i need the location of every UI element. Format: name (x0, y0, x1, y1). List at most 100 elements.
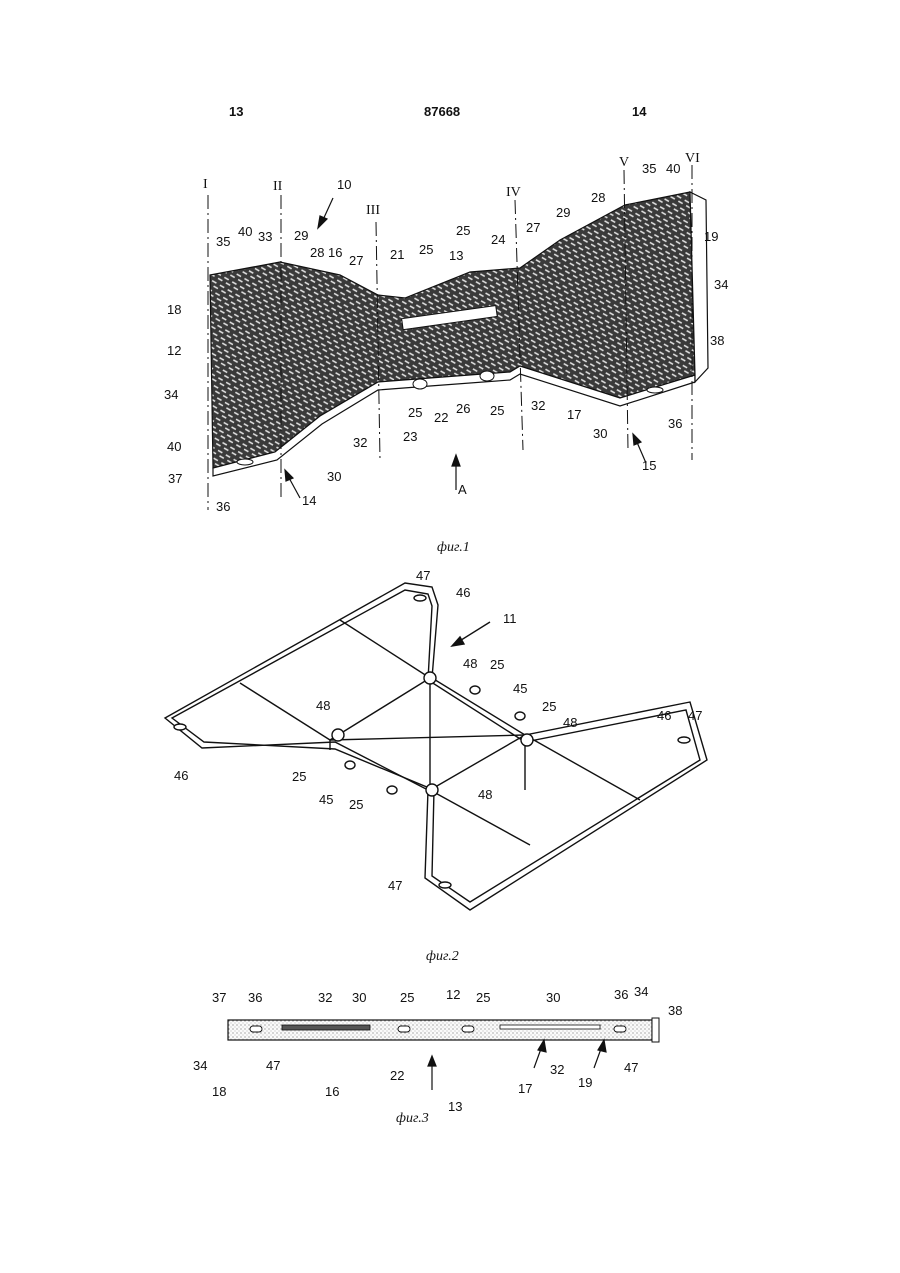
groove-left (282, 1025, 370, 1030)
ref-label: 36 (668, 416, 682, 431)
ref-label: 46 (657, 708, 671, 723)
section-label: II (273, 179, 283, 194)
ref-label: 17 (518, 1081, 532, 1096)
ref-label: 26 (456, 401, 470, 416)
section-label: VI (685, 151, 700, 166)
ref-label: 25 (456, 223, 470, 238)
ref-label: 25 (490, 403, 504, 418)
arrow-head (538, 1040, 546, 1052)
end-cap (652, 1018, 659, 1042)
ref-label: 32 (318, 990, 332, 1005)
connector-loop (480, 371, 494, 381)
ref-label: 36 (248, 990, 262, 1005)
ref-label: 25 (419, 242, 433, 257)
ref-label: 17 (567, 407, 581, 422)
ref-label: 25 (349, 797, 363, 812)
arrow-head (318, 216, 327, 228)
connector-slot (250, 1026, 262, 1032)
ref-label: 38 (668, 1003, 682, 1018)
arrow-head (598, 1040, 606, 1052)
ref-label: 45 (319, 792, 333, 807)
ref-label: 34 (164, 387, 178, 402)
arrow-head (285, 470, 293, 481)
figure-caption: фиг.3 (396, 1111, 429, 1126)
ref-label: 48 (478, 787, 492, 802)
figure-caption: фиг.1 (437, 540, 470, 555)
ref-label: 22 (434, 410, 448, 425)
ref-label: 30 (327, 469, 341, 484)
ref-label: 47 (624, 1060, 638, 1075)
figure-3 (228, 1018, 659, 1090)
ref-label: 48 (316, 698, 330, 713)
ref-label: 18 (212, 1084, 226, 1099)
ref-label: 24 (491, 232, 505, 247)
ref-label: 22 (390, 1068, 404, 1083)
figure-caption: фиг.2 (426, 949, 459, 964)
end-slot (678, 737, 690, 743)
ref-label: 21 (390, 247, 404, 262)
ref-label: 28 (310, 245, 324, 260)
ref-label: 35 (216, 234, 230, 249)
ref-label: 47 (388, 878, 402, 893)
arrow-head (633, 434, 641, 445)
arrow-head (428, 1056, 436, 1066)
post-boss (521, 734, 533, 746)
ref-label: 25 (542, 699, 556, 714)
section-label: V (619, 155, 629, 170)
ref-label: 47 (416, 568, 430, 583)
ref-label: 10 (337, 177, 351, 192)
section-label: IV (506, 185, 521, 200)
section-label: III (366, 203, 380, 218)
section-label: I (203, 177, 208, 192)
post-boss (426, 784, 438, 796)
ref-label: 40 (167, 439, 181, 454)
ref-label: 27 (349, 253, 363, 268)
ref-label: 30 (352, 990, 366, 1005)
ref-label: 14 (302, 493, 316, 508)
connector-loop (345, 761, 355, 769)
ref-label: 19 (578, 1075, 592, 1090)
connector-loop (387, 786, 397, 794)
ref-label: 47 (266, 1058, 280, 1073)
ref-label: 32 (531, 398, 545, 413)
connector-loop (470, 686, 480, 694)
ref-label: 28 (591, 190, 605, 205)
end-slot (174, 724, 186, 730)
ref-label: 38 (710, 333, 724, 348)
end-slot (439, 882, 451, 888)
connector-loop (515, 712, 525, 720)
post-boss (424, 672, 436, 684)
ref-label: 27 (526, 220, 540, 235)
ref-label: 29 (294, 228, 308, 243)
connector-slot (614, 1026, 626, 1032)
ref-label: 13 (448, 1099, 462, 1114)
ref-label: 37 (168, 471, 182, 486)
ref-label: 15 (642, 458, 656, 473)
ref-label: A (458, 482, 467, 497)
ref-label: 12 (446, 987, 460, 1002)
ref-label: 25 (408, 405, 422, 420)
ref-label: 47 (688, 708, 702, 723)
figure-1: I II III IV V VI 10 40 35 33 29 28 16 27… (164, 151, 728, 555)
ref-label: 25 (292, 769, 306, 784)
ref-label: 37 (212, 990, 226, 1005)
mat-top-surface (210, 192, 695, 468)
ref-label: 18 (167, 302, 181, 317)
ref-label: 40 (666, 161, 680, 176)
end-slot (414, 595, 426, 601)
ref-label: 25 (490, 657, 504, 672)
ref-label: 46 (456, 585, 470, 600)
ref-label: 29 (556, 205, 570, 220)
figure-3-labels: 37 36 32 30 25 12 25 30 36 34 38 34 47 1… (193, 984, 682, 1114)
connector-loop (413, 379, 427, 389)
connector-slot (647, 387, 663, 393)
ref-label: 23 (403, 429, 417, 444)
ref-label: 30 (593, 426, 607, 441)
ref-label: 30 (546, 990, 560, 1005)
ref-label: 34 (714, 277, 728, 292)
figure-2-labels: 47 46 11 48 25 45 25 48 48 46 47 46 25 4… (174, 568, 702, 893)
ref-label: 34 (634, 984, 648, 999)
ref-label: 16 (328, 245, 342, 260)
ref-label: 13 (449, 248, 463, 263)
